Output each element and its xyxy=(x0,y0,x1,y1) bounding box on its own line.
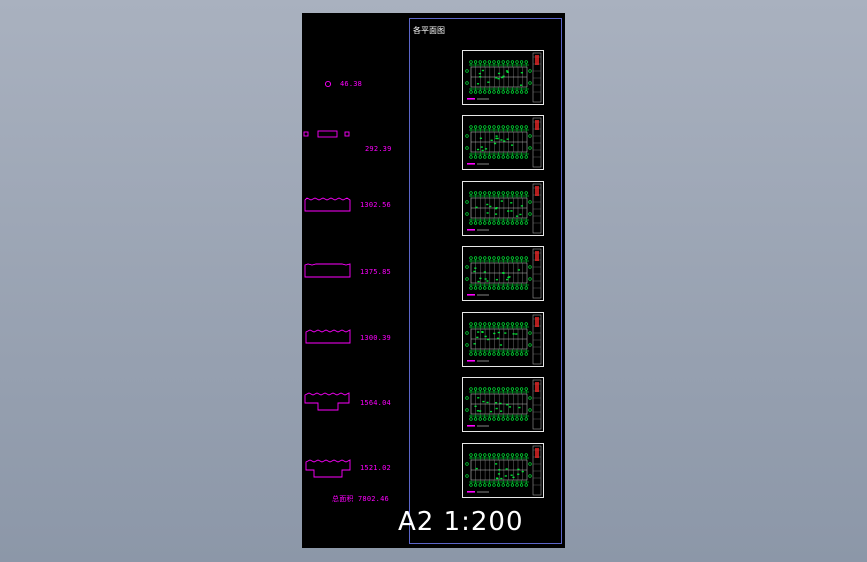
floor-plan-7 xyxy=(462,443,544,498)
area-outline-2 xyxy=(303,130,350,138)
drawing-sheet: 46.38 292.39 1302.56 1375.85 1300.39 156… xyxy=(302,13,565,548)
area-value: 1521.02 xyxy=(360,464,391,472)
floor-plan-drawing xyxy=(465,183,542,234)
floor-plan-2 xyxy=(462,115,544,170)
scale-label: A2 1:200 xyxy=(398,507,524,537)
floor-plan-drawing xyxy=(465,379,542,430)
area-item-6: 1564.04 xyxy=(302,392,412,432)
floor-plan-drawing xyxy=(465,445,542,496)
area-value: 1300.39 xyxy=(360,334,391,342)
area-outline-5 xyxy=(305,329,351,344)
area-item-5: 1300.39 xyxy=(302,329,412,369)
area-value: 46.38 xyxy=(340,80,363,88)
area-item-1: 46.38 xyxy=(302,75,412,115)
area-outline-7 xyxy=(305,459,351,478)
floor-plan-drawing xyxy=(465,248,542,299)
area-outline-4 xyxy=(304,263,351,278)
floor-plan-5 xyxy=(462,312,544,367)
floor-plan-3 xyxy=(462,181,544,236)
area-outline-6 xyxy=(304,392,350,411)
area-outline-1 xyxy=(324,80,332,88)
plans-frame: 各平面图 xyxy=(409,18,562,544)
floor-plan-4 xyxy=(462,246,544,301)
floor-plan-1 xyxy=(462,50,544,105)
floor-plan-6 xyxy=(462,377,544,432)
area-outline-3 xyxy=(304,197,351,212)
floor-plan-drawing xyxy=(465,117,542,168)
area-item-4: 1375.85 xyxy=(302,263,412,303)
area-value: 1375.85 xyxy=(360,268,391,276)
area-value: 1302.56 xyxy=(360,201,391,209)
frame-title: 各平面图 xyxy=(413,26,445,35)
area-item-2: 292.39 xyxy=(302,128,412,168)
area-value: 1564.04 xyxy=(360,399,391,407)
total-area-label: 总面积 7802.46 xyxy=(332,495,389,503)
area-item-7: 1521.02 xyxy=(302,457,412,497)
floor-plan-drawing xyxy=(465,52,542,103)
area-item-3: 1302.56 xyxy=(302,196,412,236)
area-value: 292.39 xyxy=(365,145,392,153)
floor-plan-drawing xyxy=(465,314,542,365)
